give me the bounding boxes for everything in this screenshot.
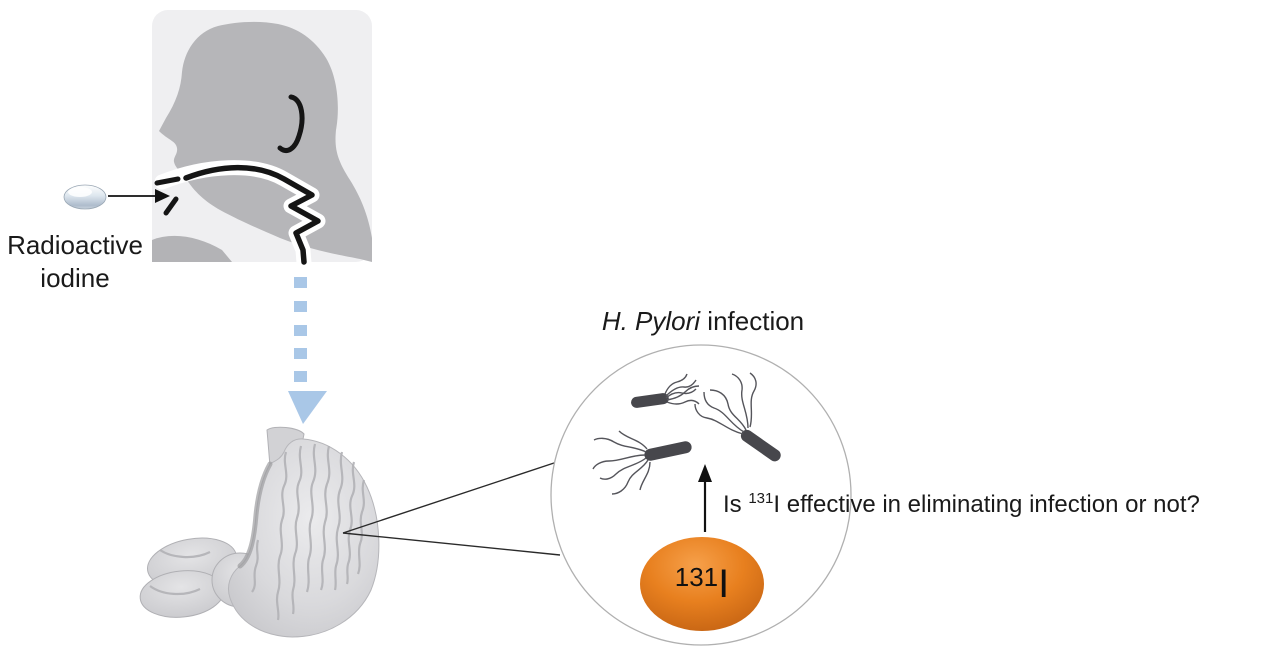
stomach-rugae <box>149 443 366 621</box>
isotope-badge-mass: 131 <box>674 561 719 592</box>
up-arrow-icon <box>698 464 712 532</box>
question-prefix: Is <box>723 491 749 518</box>
radioactive-label-line1: Radioactive <box>7 230 143 260</box>
head-panel <box>152 10 372 271</box>
question-suffix: effective in eliminating infection or no… <box>780 491 1200 518</box>
magnifier-circle-icon <box>550 344 852 646</box>
stomach-icon <box>139 426 380 638</box>
ear-icon <box>277 94 305 153</box>
bacterium-icon-3 <box>592 430 692 495</box>
mouth-icon <box>154 176 181 216</box>
infection-title: H. Pylori infection <box>563 306 843 337</box>
magnifier-callout-lines <box>342 461 561 556</box>
infection-title-regular: infection <box>700 306 805 336</box>
question-isotope-element: I <box>773 491 781 518</box>
head-silhouette-icon <box>159 21 372 263</box>
question-isotope-mass: 131 <box>748 490 774 507</box>
radioactive-iodine-label: Radioactive iodine <box>2 229 148 295</box>
pill-icon <box>63 184 107 210</box>
bacterium-icon-1 <box>631 373 700 408</box>
radioactive-label-line2: iodine <box>40 263 110 293</box>
throat-path-icon <box>183 164 321 265</box>
chest-silhouette <box>152 235 232 262</box>
isotope-ellipse-icon <box>640 537 764 631</box>
infection-title-italic: H. Pylori <box>601 306 701 336</box>
bacterium-icon-2 <box>694 372 781 462</box>
question-text: Is 131I effective in eliminating infecti… <box>723 490 1200 519</box>
swallow-arrow-icon <box>288 277 327 424</box>
pill-arrow <box>108 189 170 203</box>
isotope-badge-element: I <box>718 562 730 606</box>
